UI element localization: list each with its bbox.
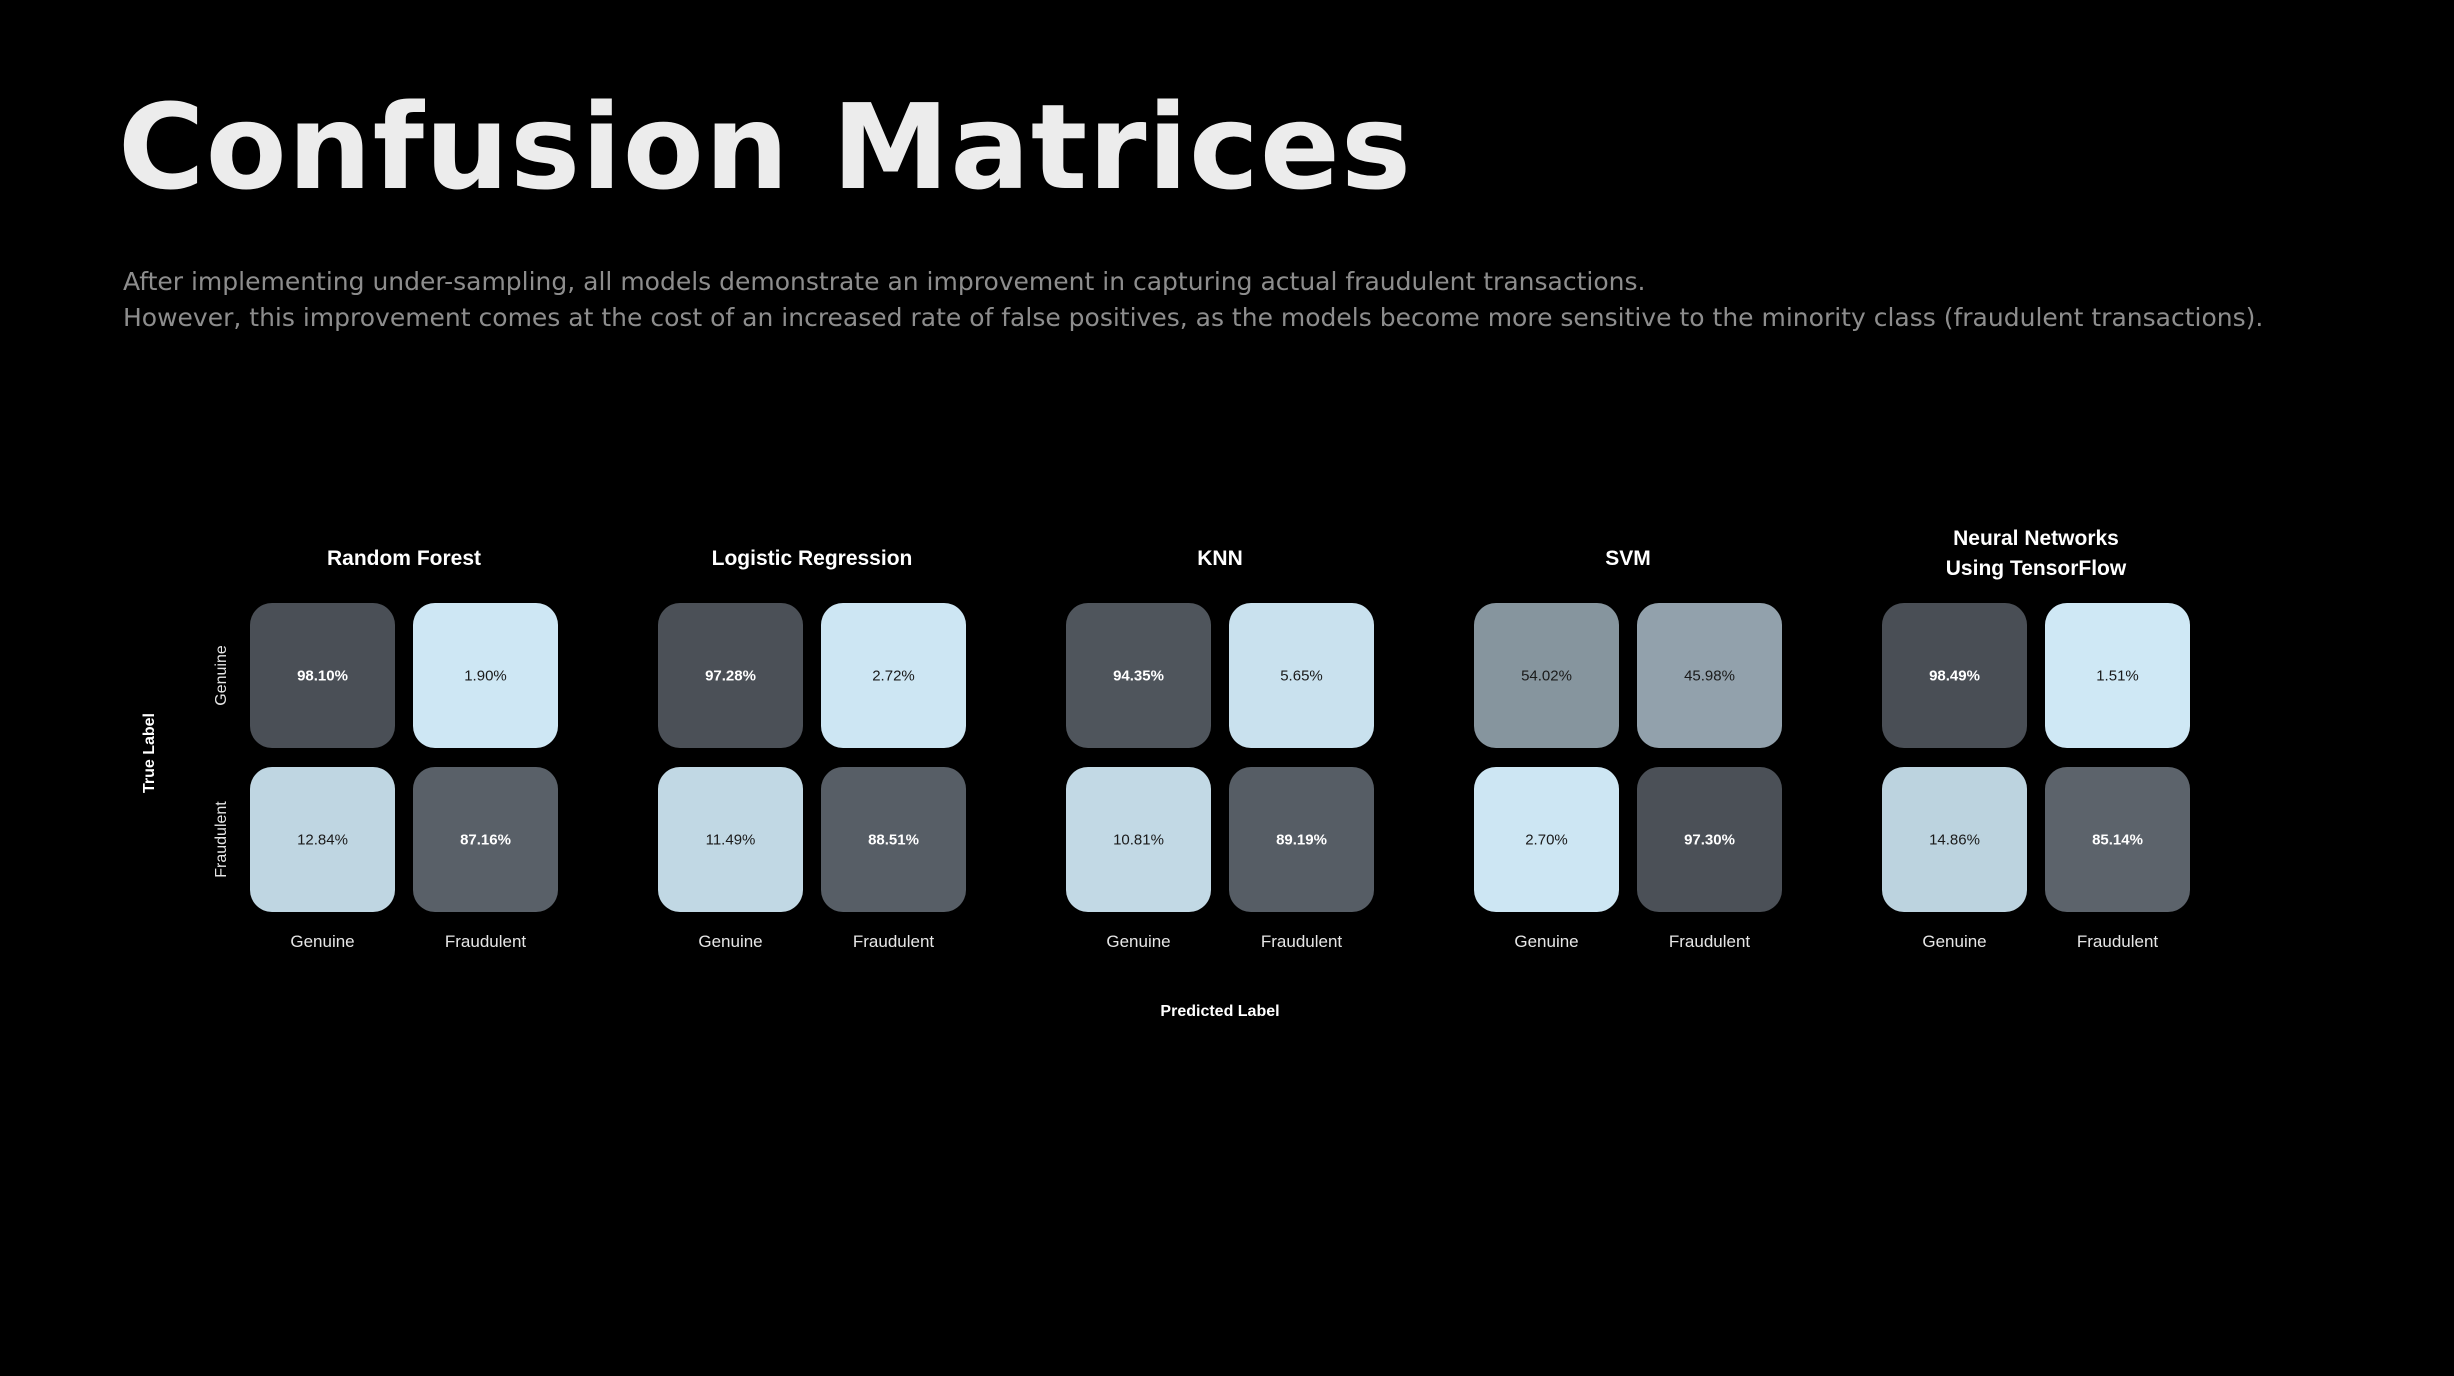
matrix-1-cell-genuine-fraudulent: [413, 603, 558, 748]
matrix-3-cell-label: 10.81%: [1113, 832, 1164, 849]
x-axis-label: Predicted Label: [1160, 1003, 1279, 1020]
matrix-2-cell-label: 2.72%: [872, 668, 915, 685]
matrix-title-3: KNN: [1197, 547, 1243, 570]
matrix-5-cell-fraudulent-genuine: [1882, 767, 2027, 912]
matrix-3-cell-label: 89.19%: [1276, 832, 1327, 849]
matrix-4-cell-fraudulent-genuine: [1474, 767, 1619, 912]
slide-title: Confusion Matrices: [118, 78, 1413, 216]
matrix-1-cell-genuine-genuine: [250, 603, 395, 748]
matrix-2-cell-label: 97.28%: [705, 668, 756, 685]
matrix-2-cell-genuine-genuine: [658, 603, 803, 748]
matrix-4-cell-genuine-fraudulent: [1637, 603, 1782, 748]
matrix-title-1: Random Forest: [327, 547, 481, 570]
matrix-4-cell-genuine-genuine: [1474, 603, 1619, 748]
matrix-4-cell-label: 45.98%: [1684, 668, 1735, 685]
matrix-2-cell-label: 88.51%: [868, 832, 919, 849]
x-tick-label: Genuine: [1514, 932, 1578, 951]
matrix-4-cell-label: 2.70%: [1525, 832, 1568, 849]
matrix-3-cell-label: 94.35%: [1113, 668, 1164, 685]
matrix-5-cell-genuine-genuine: [1882, 603, 2027, 748]
matrix-1-cell-label: 1.90%: [464, 668, 507, 685]
matrix-5-cell-label: 1.51%: [2096, 668, 2139, 685]
matrix-4-cell-label: 97.30%: [1684, 832, 1735, 849]
y-tick-label: Genuine: [213, 645, 230, 706]
matrix-2-cell-label: 11.49%: [706, 832, 756, 849]
matrix-3-cell-fraudulent-fraudulent: [1229, 767, 1374, 912]
matrix-1-cell-fraudulent-fraudulent: [413, 767, 558, 912]
subtitle-line-1: After implementing under-sampling, all m…: [123, 267, 1646, 296]
matrix-2-cell-genuine-fraudulent: [821, 603, 966, 748]
matrix-4-cell-label: 54.02%: [1521, 668, 1572, 685]
matrix-title-5-line-1: Neural Networks: [1953, 527, 2119, 550]
x-tick-label: Genuine: [290, 932, 354, 951]
x-tick-label: Fraudulent: [853, 932, 935, 951]
x-tick-label: Fraudulent: [1261, 932, 1343, 951]
matrix-2-cell-fraudulent-genuine: [658, 767, 803, 912]
x-tick-label: Genuine: [698, 932, 762, 951]
matrix-1-cell-label: 98.10%: [297, 668, 348, 685]
matrix-5-cell-label: 85.14%: [2092, 832, 2143, 849]
x-tick-label: Fraudulent: [2077, 932, 2159, 951]
matrix-4-cell-fraudulent-fraudulent: [1637, 767, 1782, 912]
matrix-5-cell-label: 14.86%: [1929, 832, 1980, 849]
x-tick-label: Genuine: [1922, 932, 1986, 951]
matrix-1-cell-label: 87.16%: [460, 832, 511, 849]
matrix-title-4: SVM: [1605, 547, 1651, 570]
x-tick-label: Fraudulent: [445, 932, 527, 951]
y-axis-label: True Label: [141, 713, 158, 793]
matrix-5-cell-genuine-fraudulent: [2045, 603, 2190, 748]
matrix-3-cell-fraudulent-genuine: [1066, 767, 1211, 912]
matrix-3-cell-label: 5.65%: [1280, 668, 1323, 685]
x-tick-label: Genuine: [1106, 932, 1170, 951]
matrix-1-cell-label: 12.84%: [297, 832, 348, 849]
matrix-title-2: Logistic Regression: [712, 547, 913, 570]
x-tick-label: Fraudulent: [1669, 932, 1751, 951]
matrix-title-5-line-2: Using TensorFlow: [1946, 557, 2127, 580]
slide-subtitle: After implementing under-sampling, all m…: [123, 264, 2383, 336]
matrix-1-cell-fraudulent-genuine: [250, 767, 395, 912]
matrix-5-cell-fraudulent-fraudulent: [2045, 767, 2190, 912]
matrix-3-cell-genuine-genuine: [1066, 603, 1211, 748]
matrix-2-cell-fraudulent-fraudulent: [821, 767, 966, 912]
y-tick-label: Fraudulent: [213, 801, 230, 878]
matrix-5-cell-label: 98.49%: [1929, 668, 1980, 685]
matrix-3-cell-genuine-fraudulent: [1229, 603, 1374, 748]
subtitle-line-2: However, this improvement comes at the c…: [123, 303, 2264, 332]
